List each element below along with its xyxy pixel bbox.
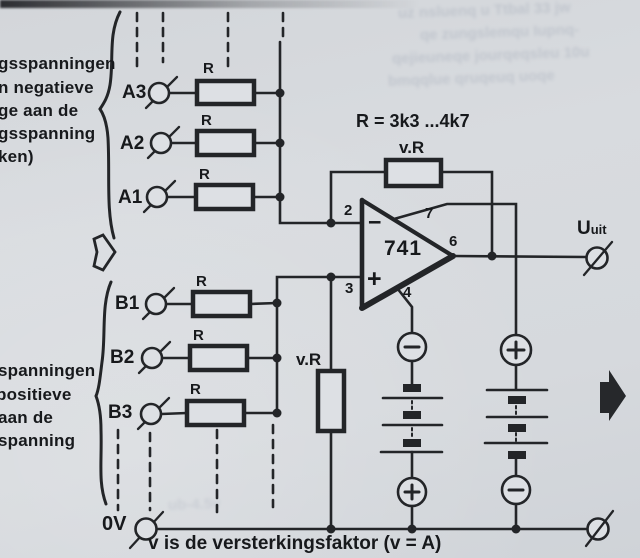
pin-label-7: 7: [425, 205, 434, 222]
output-u: U: [577, 218, 591, 239]
resistor-a3: [194, 78, 257, 107]
opamp-plus-sign: +: [367, 265, 382, 293]
pin-label-4: 4: [403, 284, 412, 301]
resistor-label-a1: R: [199, 166, 210, 183]
resistor-b2: [187, 343, 250, 373]
resistor-label-b1: R: [196, 273, 207, 290]
input-label-a3: A3: [122, 82, 147, 103]
resistor-label-a2: R: [201, 112, 212, 129]
opamp-741: [359, 197, 456, 311]
solid-arrow-right-icon: [600, 370, 626, 421]
input-row-b2: [137, 340, 282, 375]
wire-pin7-vplus: [392, 202, 518, 337]
margin-note-line: n negatieve: [0, 78, 94, 97]
battery-right-icon: [483, 388, 549, 459]
brace-group-b: [94, 280, 113, 506]
resistor-label-a3: R: [203, 60, 214, 77]
pin-label-2: 2: [344, 202, 353, 219]
input-row-a3: [144, 75, 285, 110]
margin-note-line: positieve: [0, 385, 72, 404]
pin-label-3: 3: [345, 280, 354, 297]
opamp-minus-sign: −: [368, 209, 382, 235]
dashed-bus-stubs-top: [135, 11, 285, 72]
caption: v is de versterkingsfaktor (v = A): [148, 533, 442, 554]
resistor-b1: [190, 289, 253, 319]
resistor-shunt: [315, 368, 347, 434]
resistor-a2: [194, 128, 257, 158]
output-label-uuit: Uuit: [577, 219, 607, 238]
hollow-arrow-right-icon: [92, 233, 117, 272]
resistor-b3: [184, 398, 247, 428]
bus-a-to-pin2: [278, 40, 364, 228]
pin-label-6: 6: [449, 233, 458, 250]
input-label-a1: A1: [118, 187, 143, 208]
margin-note-line: gsspanningen: [0, 54, 116, 73]
wire-pin4-vminus: [395, 286, 414, 335]
margin-note-line: ken): [0, 147, 34, 166]
resistor-a1: [193, 182, 256, 212]
input-row-b3: [136, 396, 282, 431]
output-subscript: uit: [590, 222, 607, 237]
input-label-b2: B2: [110, 347, 135, 368]
ground-rail: [128, 509, 615, 550]
resistor-label-b3: R: [190, 381, 201, 398]
shunt-resistor-label: v.R: [296, 350, 322, 369]
margin-note-line: spanningen: [0, 361, 96, 380]
brace-group-a: [98, 10, 122, 240]
input-row-b1: [141, 286, 282, 321]
formula-label: R = 3k3 ...4k7: [356, 111, 470, 131]
feedback-resistor-label: v.R: [399, 138, 425, 157]
ground-label: 0V: [102, 513, 127, 535]
resistor-feedback: [383, 157, 444, 189]
output-wire: [451, 240, 614, 277]
page-edge-shadow: [0, 0, 420, 8]
margin-note-line: gsspanning: [0, 124, 96, 143]
input-row-a2: [146, 125, 285, 160]
opamp-part-label: 741: [384, 237, 423, 260]
dashed-bus-stubs-bottom: [116, 423, 275, 514]
margin-note-line: aan de: [0, 408, 54, 427]
margin-note-line: spanning: [0, 431, 76, 450]
battery-left-icon: [379, 384, 444, 454]
feedback-network: [329, 157, 497, 261]
input-label-b3: B3: [108, 402, 133, 423]
input-row-a1: [142, 179, 285, 214]
input-label-b1: B1: [115, 293, 140, 314]
supply-right: [483, 333, 549, 534]
shunt-network: [315, 275, 347, 531]
margin-note-line: ge aan de: [0, 101, 79, 120]
supply-left: [379, 331, 444, 534]
input-label-a2: A2: [120, 133, 145, 154]
resistor-label-b2: R: [193, 327, 204, 344]
junction-dot: [326, 524, 336, 534]
